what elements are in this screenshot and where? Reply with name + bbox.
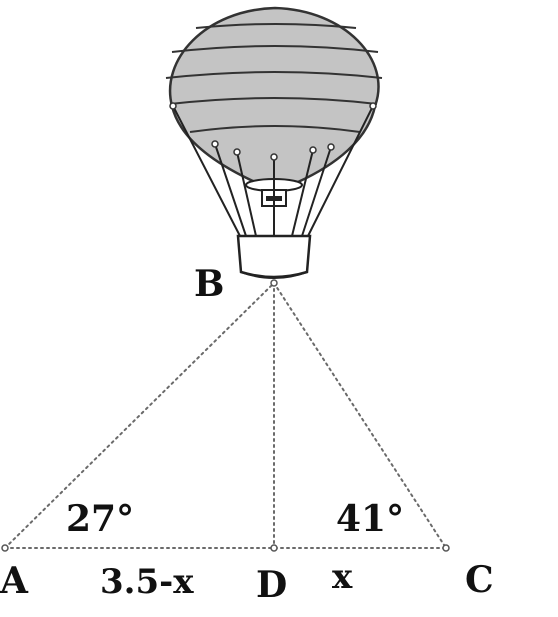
- rope-knob: [169, 102, 177, 110]
- rope: [236, 151, 257, 237]
- point-label-B: B: [194, 263, 224, 305]
- vertex-D-marker: [270, 544, 278, 552]
- balloon-band: [189, 125, 361, 133]
- rope-knob: [369, 102, 377, 110]
- angle-label-A: 27°: [66, 498, 134, 540]
- rope: [172, 105, 241, 237]
- segment-AB: [4, 282, 275, 549]
- length-label-DC: x: [332, 557, 353, 597]
- segment-BC: [273, 282, 447, 549]
- balloon-basket: [236, 234, 312, 279]
- rope-knob: [211, 140, 219, 148]
- rope-knob: [233, 148, 241, 156]
- rope: [301, 146, 332, 237]
- vertex-C-marker: [442, 544, 450, 552]
- rope: [291, 149, 314, 237]
- rope-knob: [327, 143, 335, 151]
- hot-air-balloon-icon: [165, 6, 383, 279]
- balloon-band: [165, 71, 383, 79]
- angle-label-C: 41°: [336, 498, 404, 540]
- rope: [214, 143, 247, 237]
- vertex-B-marker: [270, 279, 278, 287]
- balloon-band: [169, 97, 378, 105]
- triangle-lines: [4, 282, 447, 549]
- rope-knob: [309, 146, 317, 154]
- length-label-AD: 3.5-x: [100, 562, 194, 602]
- rope-knob: [270, 153, 278, 161]
- basket-rim: [240, 271, 308, 279]
- point-label-A: A: [0, 560, 29, 602]
- vertex-A-marker: [1, 544, 9, 552]
- rope: [307, 105, 374, 237]
- balloon-band: [171, 45, 379, 53]
- point-label-C: C: [465, 559, 494, 601]
- balloon-band: [195, 23, 357, 29]
- point-label-D: D: [256, 564, 287, 606]
